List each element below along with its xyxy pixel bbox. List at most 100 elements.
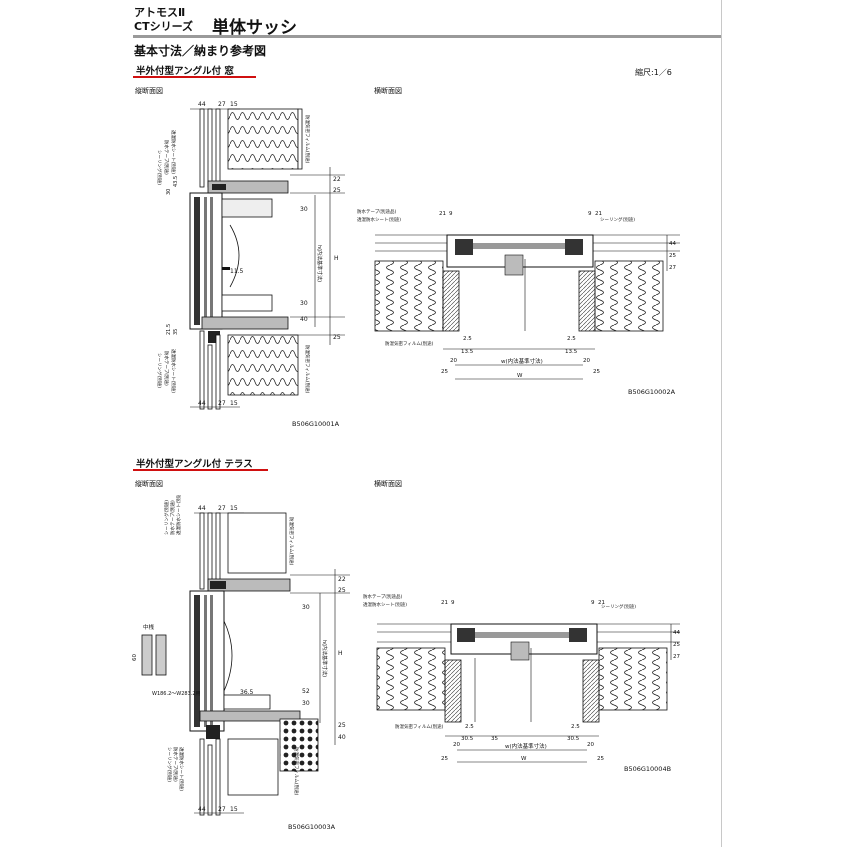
dim-label: 25 bbox=[593, 369, 600, 375]
callout-label: 透湿防水シート(別途) bbox=[178, 747, 185, 791]
dim-label: 30.5 bbox=[567, 736, 580, 742]
dim-label: 15 bbox=[230, 400, 238, 407]
dim-label: 30 bbox=[302, 604, 310, 611]
dim-label: 60 bbox=[132, 654, 138, 661]
dim-label: 30 bbox=[166, 189, 172, 195]
horizontal-section-label: 横断面図 bbox=[374, 480, 402, 488]
dim-label: 44 bbox=[673, 630, 680, 636]
callout-label: 防湿気密フィルム(別途) bbox=[293, 747, 300, 796]
dim-label: 21 bbox=[598, 600, 605, 606]
dim-label: 2.5 bbox=[465, 724, 474, 730]
dim-label: 27 bbox=[673, 654, 680, 660]
dim-label: 25 bbox=[333, 334, 341, 341]
section-underline-terrace bbox=[133, 469, 268, 471]
section-title-window: 半外付型アングル付 窓 bbox=[136, 66, 234, 77]
dim-label: 9 bbox=[591, 600, 595, 606]
section-underline-window bbox=[133, 76, 256, 78]
dim-label: 27 bbox=[218, 505, 226, 512]
callout-label: 透湿防水シート(別途) bbox=[170, 349, 177, 393]
callout-label: シーリング(別途) bbox=[166, 747, 173, 782]
page-edge-line bbox=[721, 0, 722, 847]
drawing-code: B506G10004B bbox=[624, 765, 672, 773]
dim-label: 20 bbox=[453, 742, 460, 748]
dim-label: 52 bbox=[302, 688, 310, 695]
mullion-label: 中桟 bbox=[143, 623, 155, 631]
callout-label: 透湿防水シート(別途) bbox=[357, 216, 401, 223]
dim-label: 25 bbox=[673, 642, 680, 648]
vertical-section-label: 縦断面図 bbox=[135, 480, 163, 488]
dim-label: 15 bbox=[230, 101, 238, 108]
dim-label: 22 bbox=[338, 576, 346, 583]
dim-label: 35 bbox=[491, 736, 498, 742]
callout-label: 防湿気密フィルム(別途) bbox=[395, 723, 444, 730]
callout-label: シーリング(別途) bbox=[156, 150, 163, 185]
dim-label: 21 bbox=[439, 211, 446, 217]
dim-label: 36.5 bbox=[240, 689, 254, 696]
page-title: 単体サッシ bbox=[212, 18, 297, 38]
dim-label: 11.5 bbox=[230, 268, 244, 275]
dim-label: 25 bbox=[669, 253, 676, 259]
dim-label: w(内法基準寸法) bbox=[501, 357, 543, 365]
drawing-code: B506G10003A bbox=[288, 823, 336, 831]
dim-label: 9 bbox=[588, 211, 592, 217]
dim-label: 2.5 bbox=[571, 724, 580, 730]
dim-label: w(内法基準寸法) bbox=[505, 742, 547, 750]
dim-label: 22 bbox=[333, 176, 341, 183]
callout-label: 防水テープ(別途) bbox=[163, 351, 170, 386]
dim-label: 44 bbox=[198, 505, 206, 512]
callout-label: シーリング(別途) bbox=[156, 353, 163, 388]
drawing-code: B506G10001A bbox=[292, 420, 340, 428]
dim-label: h(内法基準寸法) bbox=[321, 640, 328, 677]
dim-label: 20 bbox=[450, 358, 457, 364]
vertical-section-drawing-terrace: 44 27 15 22 25 30 30 52 25 40 H h(内法基準寸法… bbox=[132, 495, 350, 816]
dim-label: 44 bbox=[669, 241, 676, 247]
dim-label: 20 bbox=[583, 358, 590, 364]
callout-label: 透湿防水シート(別途) bbox=[170, 130, 177, 174]
dim-label: 2.5 bbox=[463, 336, 472, 342]
callout-label: シーリング(別途) bbox=[601, 603, 636, 610]
callout-label: シーリング(別途) bbox=[163, 500, 170, 535]
dim-label: 44 bbox=[198, 400, 206, 407]
series-name: CTシリーズ bbox=[134, 20, 194, 33]
dim-label: 15 bbox=[230, 806, 238, 813]
callout-label: 防湿気密フィルム(別途) bbox=[304, 345, 311, 394]
callout-label: 防水テープ(別途) bbox=[163, 140, 170, 175]
dim-label: 27 bbox=[218, 806, 226, 813]
dim-label: 30 bbox=[300, 206, 308, 213]
dim-label: 27 bbox=[669, 265, 676, 271]
dim-label: 25 bbox=[597, 756, 604, 762]
horizontal-section-label: 横断面図 bbox=[374, 87, 402, 95]
callout-label: 透湿防水シート(別途) bbox=[363, 601, 407, 608]
dim-label: 27 bbox=[218, 101, 226, 108]
dim-label: 2.5 bbox=[567, 336, 576, 342]
horizontal-section-drawing-terrace: 防水テープ(別途品) 透湿防水シート(別途) シーリング(別途) 防湿気密フィル… bbox=[363, 593, 680, 763]
callout-label: 透湿防水シート(別途) bbox=[175, 495, 182, 535]
dim-label: H bbox=[338, 650, 343, 657]
dim-label: 9 bbox=[451, 600, 455, 606]
callout-label: 防水テープ(別途) bbox=[169, 500, 176, 535]
dim-label: 25 bbox=[338, 722, 346, 729]
dim-label: 43.5 bbox=[173, 176, 179, 187]
dim-label: 25 bbox=[338, 587, 346, 594]
section-title-terrace: 半外付型アングル付 テラス bbox=[136, 459, 253, 470]
dim-label: 25 bbox=[333, 187, 341, 194]
horizontal-section-drawing-window: 防水テープ(別途品) 透湿防水シート(別途) シーリング(別途) 防湿気密フィル… bbox=[357, 208, 680, 380]
dim-label: 40 bbox=[300, 316, 308, 323]
callout-label: 防水テープ(別途品) bbox=[357, 208, 396, 215]
dim-label: 21 bbox=[441, 600, 448, 606]
vertical-section-label: 縦断面図 bbox=[135, 87, 163, 95]
scale-note: 縮尺:1／6 bbox=[635, 68, 672, 77]
callout-label: シーリング(別途) bbox=[600, 216, 635, 223]
dim-label: 35 bbox=[173, 329, 179, 335]
dim-label: 25 bbox=[441, 369, 448, 375]
dim-label: 40 bbox=[338, 734, 346, 741]
callout-label: 防湿気密フィルム(別途) bbox=[304, 115, 311, 164]
brand-name: アトモスⅡ bbox=[134, 6, 186, 19]
dim-label: 20 bbox=[587, 742, 594, 748]
callout-label: 防湿気密フィルム(別途) bbox=[385, 340, 434, 347]
dim-label: H bbox=[334, 255, 339, 262]
dim-label: 44 bbox=[198, 806, 206, 813]
dim-label: 30.5 bbox=[461, 736, 474, 742]
callout-label: 防水テープ(別途品) bbox=[363, 593, 402, 600]
dim-label: 21 bbox=[595, 211, 602, 217]
